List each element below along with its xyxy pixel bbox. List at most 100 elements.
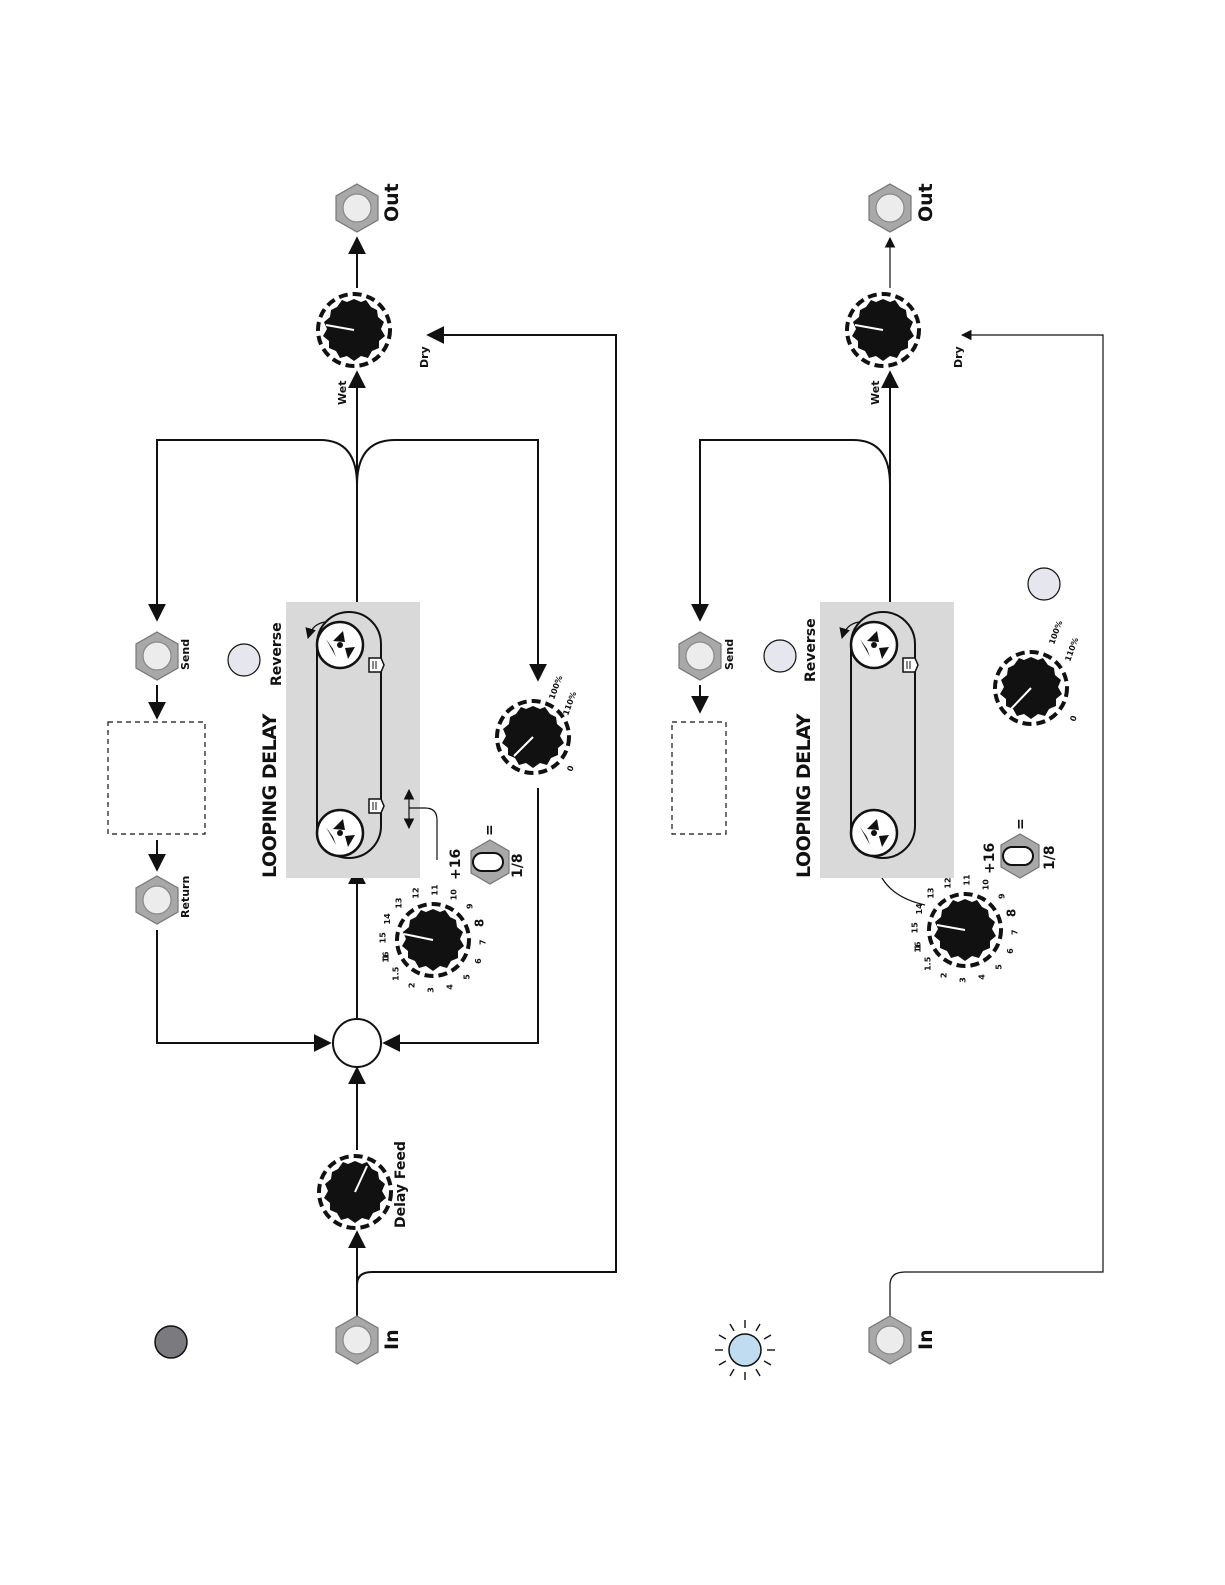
multiplier-toggle-switch[interactable]: [471, 840, 509, 884]
time-scale-label: 9: [465, 903, 474, 909]
time-scale-label: 15: [379, 932, 388, 944]
switch-label-bottom: 1/8: [1042, 845, 1058, 870]
led-off-indicator: [155, 1326, 187, 1358]
time-scale-label: 6: [1006, 948, 1015, 954]
time-scale-label: 16: [914, 941, 923, 953]
time-scale-label: 2: [939, 973, 948, 979]
time-scale-label: 11: [963, 874, 972, 886]
loop-button[interactable]: [1028, 568, 1060, 600]
time-scale-label: 3: [426, 987, 435, 993]
return-jack[interactable]: [136, 876, 178, 924]
time-scale-label: 1.5: [924, 956, 933, 971]
feedback-knob[interactable]: [995, 652, 1067, 724]
wet-label: Wet: [869, 381, 882, 405]
record-head-icon: [369, 658, 384, 672]
wet-dry-knob[interactable]: [318, 294, 390, 366]
wet-dry-knob[interactable]: [847, 294, 919, 366]
time-scale-label: 10: [450, 889, 459, 901]
diagram-effects-loop: LOOPING DELAY Reverse In Out Send Return…: [108, 183, 616, 1364]
led-ray: [756, 1369, 760, 1376]
input-jack-label: In: [381, 1329, 403, 1350]
led-ray: [719, 1361, 726, 1365]
reverse-label: Reverse: [269, 622, 285, 686]
led-ray: [719, 1335, 726, 1339]
reverse-button[interactable]: [764, 640, 796, 672]
dry-label: Dry: [418, 346, 431, 368]
panel-title: LOOPING DELAY: [259, 713, 281, 878]
send-jack[interactable]: [679, 632, 721, 680]
led-ray: [764, 1361, 771, 1365]
time-scale-label: 11: [431, 884, 440, 896]
time-scale-label: 15: [911, 922, 920, 934]
led-ray: [764, 1335, 771, 1339]
input-jack-label: In: [915, 1329, 937, 1350]
time-scale-label: 13: [927, 888, 936, 899]
time-scale-label: 8: [473, 919, 487, 927]
feedback-scale-110: 110%: [561, 690, 578, 716]
switch-label-top: =: [1013, 818, 1029, 830]
time-scale-label: 7: [479, 939, 488, 945]
switch-label-top: =: [482, 824, 498, 836]
diagram-loop: LOOPING DELAY Reverse In Out Send Wet Dr…: [672, 183, 1103, 1380]
reverse-button[interactable]: [228, 644, 260, 676]
time-scale-label: 12: [411, 887, 420, 898]
time-scale-label: 16: [382, 951, 391, 963]
looping-delay-panel: LOOPING DELAY: [259, 602, 437, 878]
feedback-scale-100: 100%: [547, 674, 564, 700]
time-scale-label: 8: [1005, 909, 1019, 917]
tape-reel-icon: [317, 622, 363, 668]
record-head-icon: [903, 658, 918, 672]
tape-reel-icon: [851, 622, 897, 668]
time-scale-label: 6: [474, 958, 483, 964]
time-scale-label: 4: [978, 974, 987, 980]
external-effect-box: [108, 722, 205, 834]
delay-time-knob[interactable]: [929, 894, 1001, 966]
delay-feed-label: Delay Feed: [393, 1141, 409, 1228]
panel-title: LOOPING DELAY: [793, 713, 815, 878]
send-jack-label: Send: [723, 639, 736, 670]
multiplier-toggle-switch[interactable]: [1001, 834, 1039, 878]
time-scale-label: 3: [958, 977, 967, 983]
time-scale-label: 14: [383, 913, 392, 925]
time-scale-label: 5: [994, 964, 1003, 970]
feedback-scale-100: 100%: [1047, 619, 1064, 645]
delay-time-knob[interactable]: [397, 904, 469, 976]
switch-label-left: +16: [448, 849, 464, 880]
input-jack[interactable]: [336, 1316, 378, 1364]
time-scale-label: 13: [395, 898, 404, 909]
output-jack[interactable]: [336, 184, 378, 232]
play-head-icon: [369, 799, 384, 813]
wet-label: Wet: [336, 381, 349, 405]
switch-label-left: +16: [982, 843, 998, 874]
send-jack-label: Send: [179, 639, 192, 670]
feedback-knob[interactable]: [497, 701, 569, 773]
feedback-scale-0: 0: [565, 764, 576, 773]
time-scale-label: 4: [446, 984, 455, 990]
time-scale-label: 2: [407, 983, 416, 989]
send-jack[interactable]: [136, 632, 178, 680]
input-jack[interactable]: [869, 1316, 911, 1364]
delay-feed-knob[interactable]: [319, 1156, 391, 1228]
mixer-node: [333, 1019, 381, 1067]
output-jack-label: Out: [915, 183, 937, 222]
time-scale-label: 1.5: [392, 966, 401, 981]
switch-label-bottom: 1/8: [510, 853, 526, 878]
feedback-scale-0: 0: [1068, 714, 1079, 723]
led-ray: [730, 1324, 734, 1331]
return-jack-label: Return: [179, 876, 192, 918]
tape-reel-icon: [851, 810, 897, 856]
reverse-label: Reverse: [803, 618, 819, 682]
output-jack[interactable]: [869, 184, 911, 232]
dry-label: Dry: [952, 346, 965, 368]
time-scale-label: 14: [915, 903, 924, 915]
output-jack-label: Out: [381, 183, 403, 222]
time-scale-label: 5: [462, 974, 471, 980]
time-scale-label: 9: [997, 893, 1006, 899]
external-effect-box: [672, 722, 726, 834]
led-ray: [730, 1369, 734, 1376]
time-scale-label: 10: [982, 879, 991, 891]
led-on-indicator: [715, 1320, 775, 1380]
feedback-scale-110: 110%: [1063, 636, 1080, 662]
time-scale-label: 7: [1011, 929, 1020, 935]
